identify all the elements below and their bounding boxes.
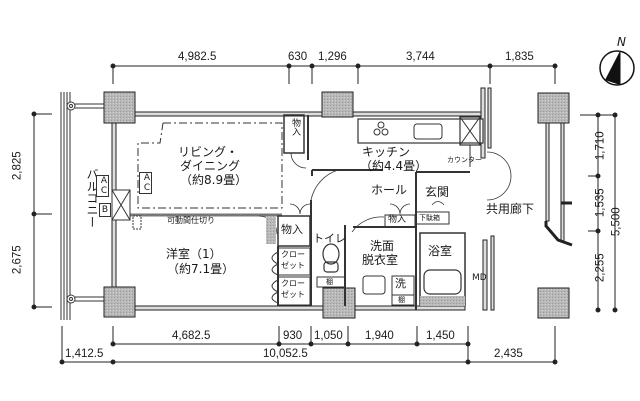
dim-top-1: 4,982.5: [178, 51, 217, 63]
closet-2-label-2: ゼット: [281, 290, 305, 299]
storage-top-label: 物入: [290, 118, 300, 136]
north-arrow-icon: [599, 50, 635, 86]
mb-label: MD: [472, 273, 487, 283]
closet-1-label-1: クロー: [281, 250, 305, 259]
door-swings: [258, 151, 512, 235]
dim-bottom-balcony: 1,412.5: [65, 348, 104, 360]
wall-infill: [266, 216, 354, 306]
boiler-unit: B: [99, 203, 111, 217]
closets: [271, 247, 311, 306]
top-dimension-line: [110, 63, 558, 84]
dim-right-2: 1,535: [594, 188, 607, 218]
dim-bottom-4: 1,940: [365, 330, 394, 342]
dim-bottom-5: 1,450: [426, 330, 455, 342]
storage-hall-label: 物入: [388, 215, 407, 225]
toilet-shelf-label: 棚: [326, 278, 333, 286]
compass-label: N: [617, 35, 626, 49]
living-dining-label-1: リビング・: [178, 145, 239, 159]
facade-window: [111, 189, 142, 230]
kitchen-size: （約4.4畳）: [360, 159, 428, 173]
common-corridor-label: 共用廊下: [486, 202, 535, 216]
bottom-dimension-lines: [59, 326, 558, 365]
right-dimension-lines: [580, 112, 618, 313]
washroom-shelf-label: 棚: [398, 296, 405, 304]
movable-partition-label: 可動間仕切り: [167, 216, 215, 225]
western-room-size: （約7.1畳）: [167, 262, 235, 276]
dim-right-1: 1,710: [594, 131, 607, 161]
ac-living-unit: AC: [139, 172, 152, 194]
dim-right-total: 5,500: [610, 207, 623, 237]
living-dining-size: （約8.9畳）: [180, 173, 248, 187]
shoe-box-label: 下駄箱: [419, 214, 440, 222]
living-dining-label-2: ダイニング: [180, 159, 241, 173]
dim-bottom-total: 10,052.5: [263, 348, 308, 360]
washer-label: 洗: [395, 277, 406, 290]
washroom-label-2: 脱衣室: [362, 253, 399, 267]
dim-left-2: 2,675: [11, 245, 24, 275]
toilet-label: トイレ: [313, 232, 346, 245]
dim-right-3: 2,255: [594, 253, 607, 283]
dim-left-1: 2,825: [11, 151, 24, 181]
interior-walls: [123, 114, 484, 310]
balcony-railing: [60, 92, 104, 320]
storage-west-label: 物入: [281, 223, 303, 236]
dim-bottom-2: 930: [283, 330, 303, 342]
left-dimension-line: [31, 111, 52, 310]
western-room-label: 洋室（1）: [166, 247, 222, 261]
closet-2-label-1: クロー: [281, 279, 305, 288]
washroom-label-1: 洗面: [370, 239, 395, 253]
bathroom-label: 浴室: [428, 244, 453, 258]
dim-bottom-corridor: 2,435: [494, 348, 523, 360]
kitchen-label: キッチン: [362, 145, 411, 159]
dim-bottom-3: 1,050: [314, 330, 343, 342]
dim-top-4: 3,744: [406, 51, 435, 63]
entrance-label: 玄関: [425, 185, 450, 199]
hall-label: ホール: [371, 183, 408, 197]
living-area-outline: [137, 122, 283, 209]
dim-top-3: 1,296: [318, 51, 347, 63]
dim-bottom-1: 4,682.5: [172, 330, 211, 342]
closet-1-label-2: ゼット: [281, 261, 305, 270]
dim-top-2: 630: [288, 51, 308, 63]
dim-top-5: 1,835: [505, 51, 534, 63]
structural-columns: [103, 91, 570, 319]
balcony-label: バルコニー: [85, 168, 99, 228]
ac-balcony-unit: AC: [96, 175, 109, 197]
counter-label: カウンター: [447, 156, 482, 164]
